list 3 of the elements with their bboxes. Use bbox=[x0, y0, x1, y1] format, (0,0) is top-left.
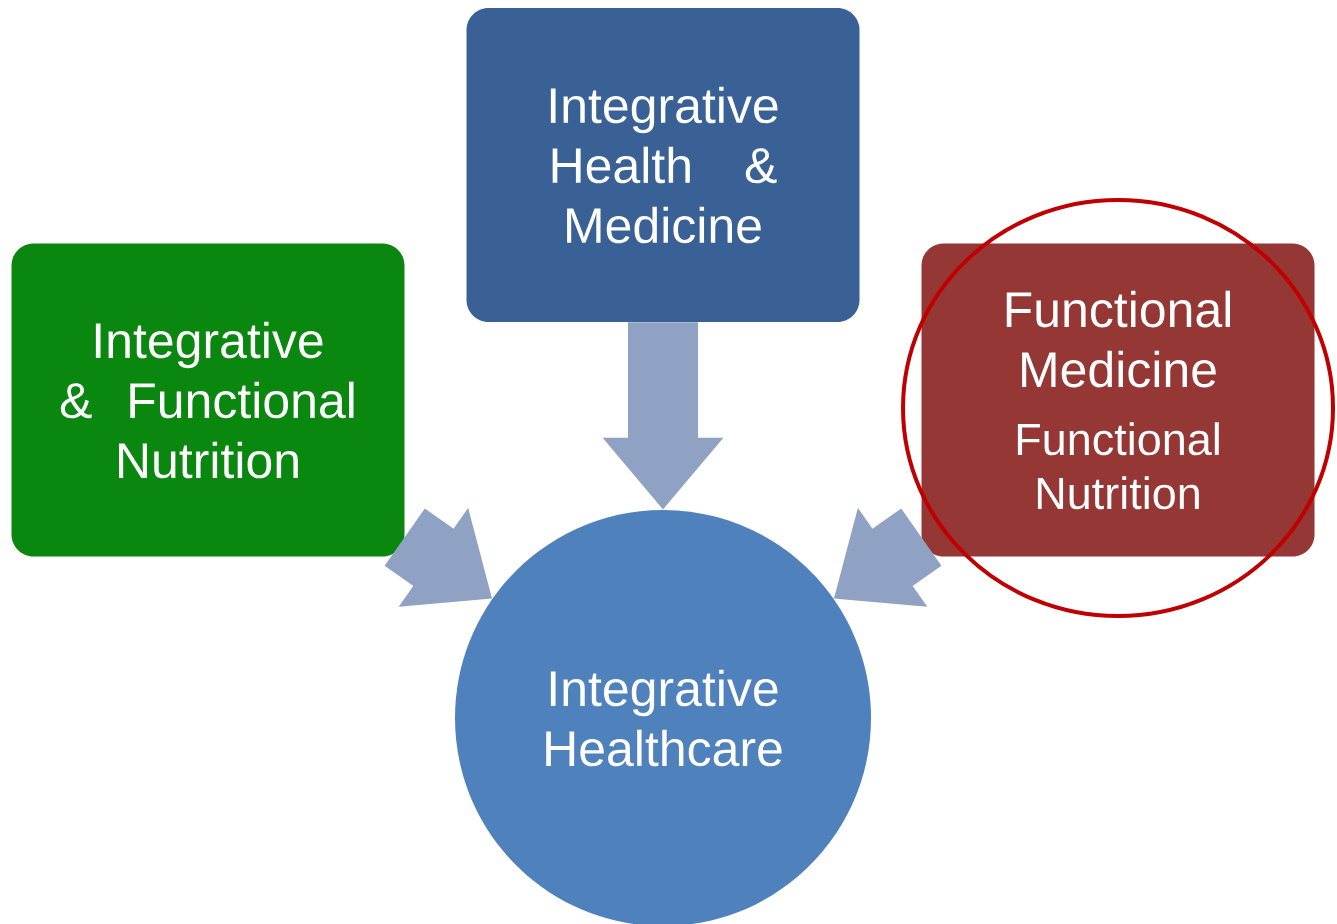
process-box: Integrative Health & Medicine bbox=[466, 8, 860, 322]
process-box: Functional Medicine Functional Nutrition bbox=[921, 243, 1315, 557]
process-box: Integrative & Functional Nutrition bbox=[11, 243, 405, 557]
